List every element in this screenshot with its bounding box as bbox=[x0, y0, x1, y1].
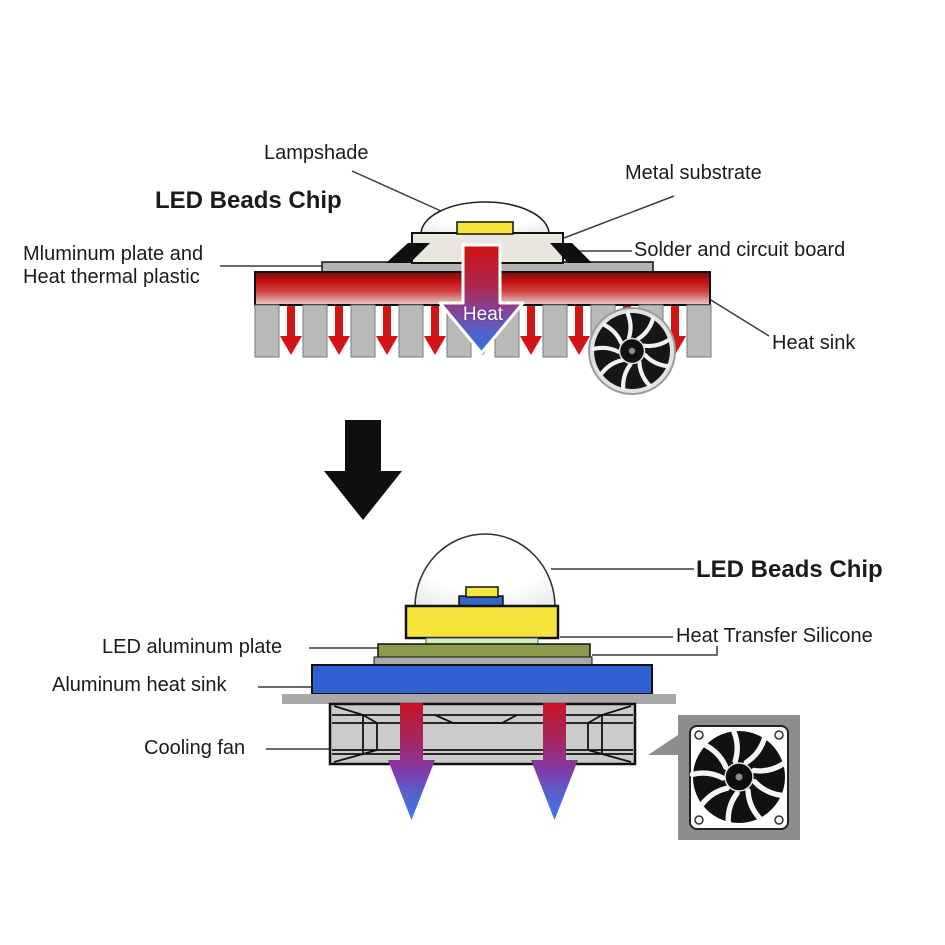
bottom-lampshade-dome bbox=[414, 533, 556, 608]
top-assembly bbox=[220, 170, 770, 395]
top-led-chip bbox=[456, 221, 514, 235]
screw-icon bbox=[774, 815, 784, 825]
fin bbox=[542, 304, 568, 358]
label-metal-substrate: Metal substrate bbox=[625, 162, 762, 184]
airflow-arrow-icon bbox=[531, 703, 578, 820]
cooling-fan-callout bbox=[648, 715, 800, 840]
heat-gradient-arrow-icon bbox=[438, 243, 525, 355]
label-heat-arrow: Heat bbox=[462, 304, 504, 325]
label-led-beads-chip-top: LED Beads Chip bbox=[155, 187, 342, 214]
red-arrow-icon bbox=[376, 306, 398, 355]
fan-housing-lines bbox=[332, 705, 633, 763]
red-arrow-icon bbox=[520, 306, 542, 355]
fan-screw-holes bbox=[694, 730, 784, 825]
airflow-arrows bbox=[388, 703, 578, 820]
label-heat-transfer-silicone: Heat Transfer Silicone bbox=[676, 625, 873, 647]
bottom-leader-lines bbox=[258, 568, 718, 750]
label-solder-circuit-board: Solder and circuit board bbox=[634, 239, 846, 261]
label-aluminum-plate-line1: Mluminum plate and bbox=[23, 243, 204, 265]
label-cooling-fan: Cooling fan bbox=[144, 737, 246, 759]
red-arrow-icon bbox=[328, 306, 350, 355]
label-aluminum-plate: Mluminum plate and Heat thermal plastic bbox=[23, 243, 203, 289]
fin bbox=[686, 304, 712, 358]
label-heat-sink: Heat sink bbox=[772, 332, 856, 354]
label-lampshade: Lampshade bbox=[264, 142, 369, 164]
red-arrow-icon bbox=[280, 306, 302, 355]
led-aluminum-plate-layer bbox=[377, 643, 591, 659]
fan-impeller-icon bbox=[588, 307, 676, 395]
cooling-fan-photo-icon bbox=[689, 727, 787, 826]
fin bbox=[254, 304, 280, 358]
label-aluminum-heat-sink: Aluminum heat sink bbox=[52, 674, 227, 696]
bottom-led-plate bbox=[404, 604, 560, 640]
top-lampshade-dome bbox=[420, 201, 550, 235]
red-arrow-icon bbox=[568, 306, 590, 355]
red-arrow-icon bbox=[424, 306, 446, 355]
heat-sink-leader bbox=[705, 296, 770, 337]
screw-icon bbox=[694, 815, 704, 825]
label-led-aluminum-plate: LED aluminum plate bbox=[102, 636, 283, 658]
label-aluminum-plate-line2: Heat thermal plastic bbox=[23, 266, 200, 288]
lampshade-leader bbox=[351, 170, 442, 212]
solder-foot-left bbox=[386, 243, 430, 263]
fin bbox=[302, 304, 328, 358]
screw-icon bbox=[694, 730, 704, 740]
bottom-led-die bbox=[465, 586, 499, 598]
silicone-leader-b bbox=[592, 646, 718, 656]
fin bbox=[398, 304, 424, 358]
top-heat-flow-arrows bbox=[280, 306, 686, 355]
screw-icon bbox=[774, 730, 784, 740]
metal-substrate-leader bbox=[563, 195, 675, 239]
airflow-arrow-icon bbox=[388, 703, 435, 820]
top-leader-lines bbox=[220, 170, 770, 337]
base-bar bbox=[282, 694, 676, 704]
fin bbox=[350, 304, 376, 358]
fan-housing-box bbox=[328, 702, 637, 766]
cooling-fan-housing bbox=[328, 702, 637, 766]
bottom-assembly bbox=[258, 533, 800, 840]
aluminum-heat-sink-block bbox=[311, 664, 653, 695]
label-led-beads-chip-bottom: LED Beads Chip bbox=[696, 556, 883, 583]
black-down-arrow-icon bbox=[324, 420, 402, 520]
solder-foot-right bbox=[550, 243, 592, 263]
callout-pointer bbox=[648, 735, 678, 755]
